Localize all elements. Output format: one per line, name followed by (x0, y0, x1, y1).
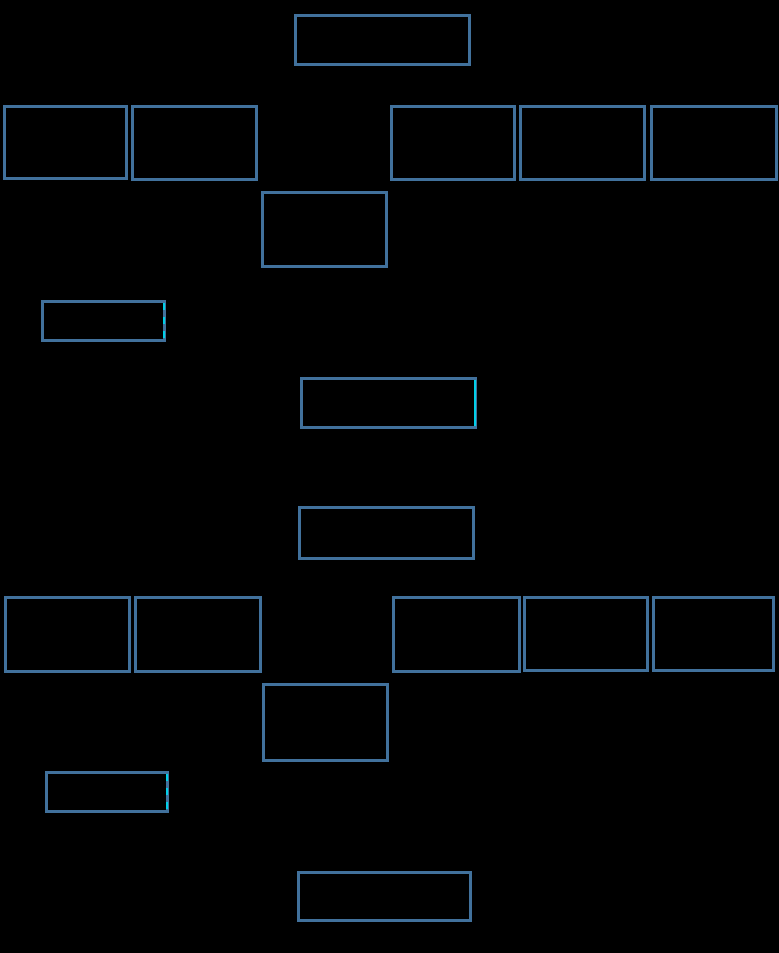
section1-small-left-box-right-accent-line (163, 303, 165, 339)
section2-title-box (298, 506, 475, 560)
row1-right-trio-box-2 (519, 105, 646, 181)
section2-bottom-title-box (297, 871, 472, 922)
row2-right-trio-box-2 (523, 596, 649, 672)
row2-left-pair-box-1 (4, 596, 131, 673)
section2-small-left-box (45, 771, 169, 813)
row1-left-pair-box-1 (3, 105, 128, 180)
row1-left-pair-box-2 (131, 105, 258, 181)
section1-bottom-title-box (300, 377, 477, 429)
row2-right-trio-box-3 (652, 596, 775, 672)
row1-right-trio-box-1 (390, 105, 516, 181)
section2-small-left-box-right-accent-line (166, 774, 168, 810)
row2-left-pair-box-2 (134, 596, 262, 673)
top-title-box (294, 14, 471, 66)
section1-bottom-title-box-right-accent-line (474, 380, 476, 426)
row2-right-trio-box-1 (392, 596, 521, 673)
section1-small-left-box (41, 300, 166, 342)
row1-right-trio-box-3 (650, 105, 778, 181)
row2-lower-center-box (262, 683, 389, 762)
row1-lower-center-box (261, 191, 388, 268)
